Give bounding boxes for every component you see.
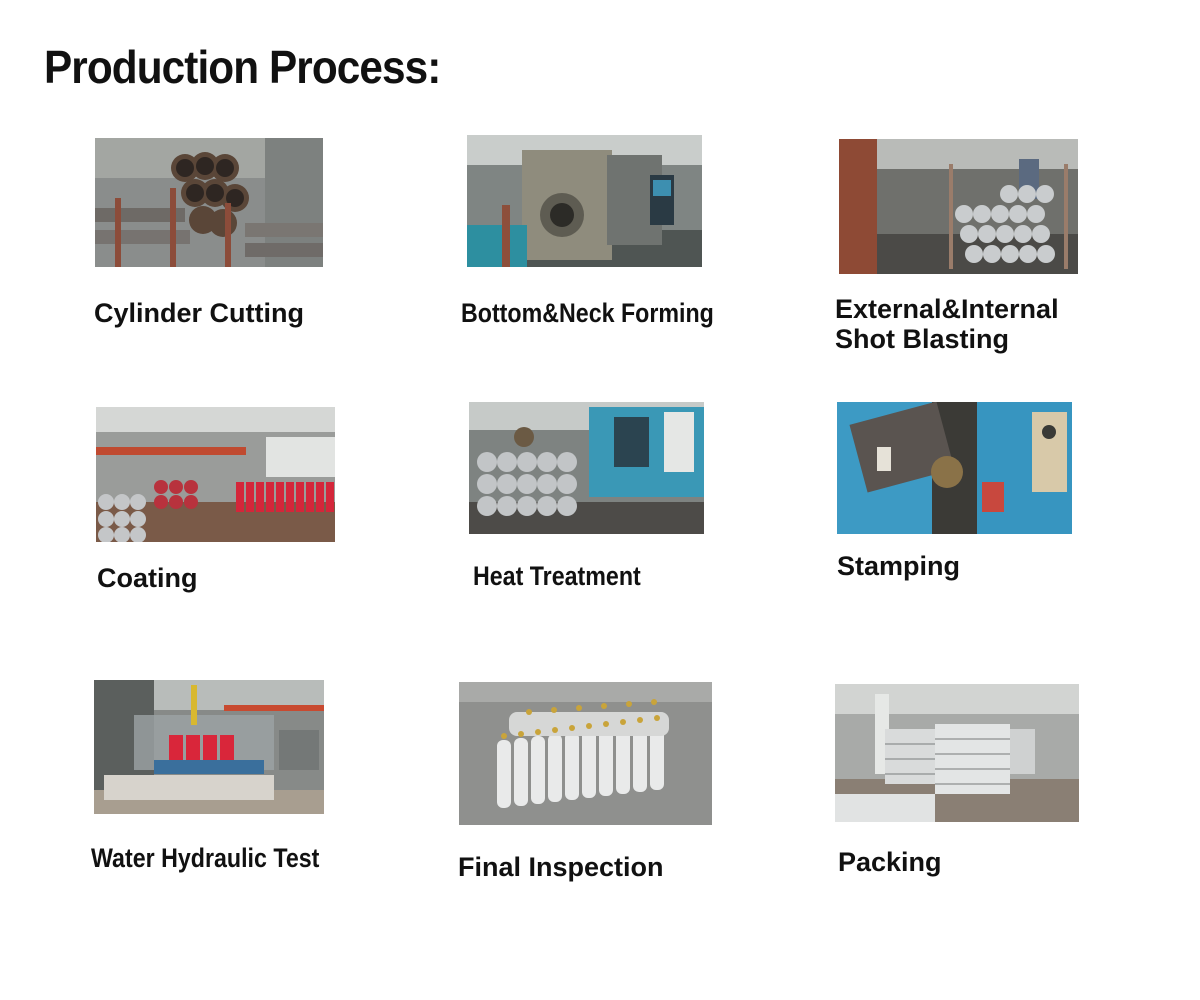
step-label: Bottom&Neck Forming (461, 298, 714, 328)
step-label: Final Inspection (458, 852, 664, 882)
step-label-line-2: Shot Blasting (835, 324, 1009, 354)
hydraulic-test-tank-photo (94, 680, 324, 814)
shot-blasting-rack-photo (839, 139, 1078, 274)
step-label: Stamping (837, 551, 961, 581)
step-label: Packing (838, 847, 942, 877)
heat-treatment-line-photo (469, 402, 704, 534)
step-label: Coating (97, 563, 198, 593)
step-label: Water Hydraulic Test (91, 843, 320, 873)
step-label: Heat Treatment (473, 561, 641, 591)
step-label-line-1: External&Internal (835, 294, 1059, 324)
packed-pallets-photo (835, 684, 1079, 822)
cnc-forming-machine-photo (467, 135, 702, 267)
stamping-machine-photo (837, 402, 1072, 534)
coating-workshop-photo (96, 407, 335, 542)
finished-cylinders-photo (459, 682, 712, 825)
page-title: Production Process: (44, 41, 441, 93)
step-label: Cylinder Cutting (94, 298, 304, 328)
steel-pipe-stack-photo (95, 138, 323, 267)
